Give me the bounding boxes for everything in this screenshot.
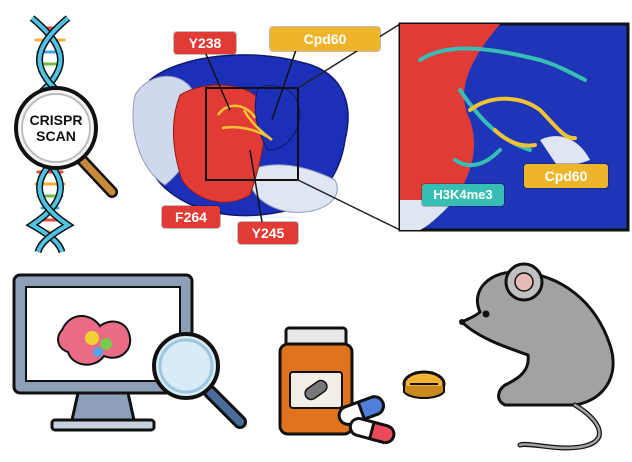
residue-label-f264: F264 bbox=[162, 206, 220, 228]
computer-monitor-icon bbox=[12, 273, 194, 432]
protein-surface bbox=[132, 54, 349, 217]
mouse-icon bbox=[459, 262, 615, 451]
residue-label-y238: Y238 bbox=[174, 32, 236, 54]
compound-label-inset: Cpd60 bbox=[524, 164, 608, 188]
residue-label-y245: Y245 bbox=[238, 222, 298, 244]
tablet-pill-icon bbox=[402, 370, 446, 399]
pill-bottle-icon bbox=[278, 326, 354, 436]
crispr-scan-label: CRISPR SCAN bbox=[22, 112, 90, 144]
magnifier-icon bbox=[14, 86, 118, 198]
label-connectors bbox=[204, 49, 297, 223]
crispr-scan-line2: SCAN bbox=[36, 128, 76, 144]
crispr-scan-line1: CRISPR bbox=[29, 112, 83, 128]
magnifier-icon bbox=[152, 332, 247, 429]
peptide-label-inset: H3K4me3 bbox=[422, 184, 504, 206]
compound-label-main: Cpd60 bbox=[270, 27, 380, 51]
molecule-icon bbox=[57, 315, 132, 366]
capsule-icon bbox=[337, 395, 396, 445]
